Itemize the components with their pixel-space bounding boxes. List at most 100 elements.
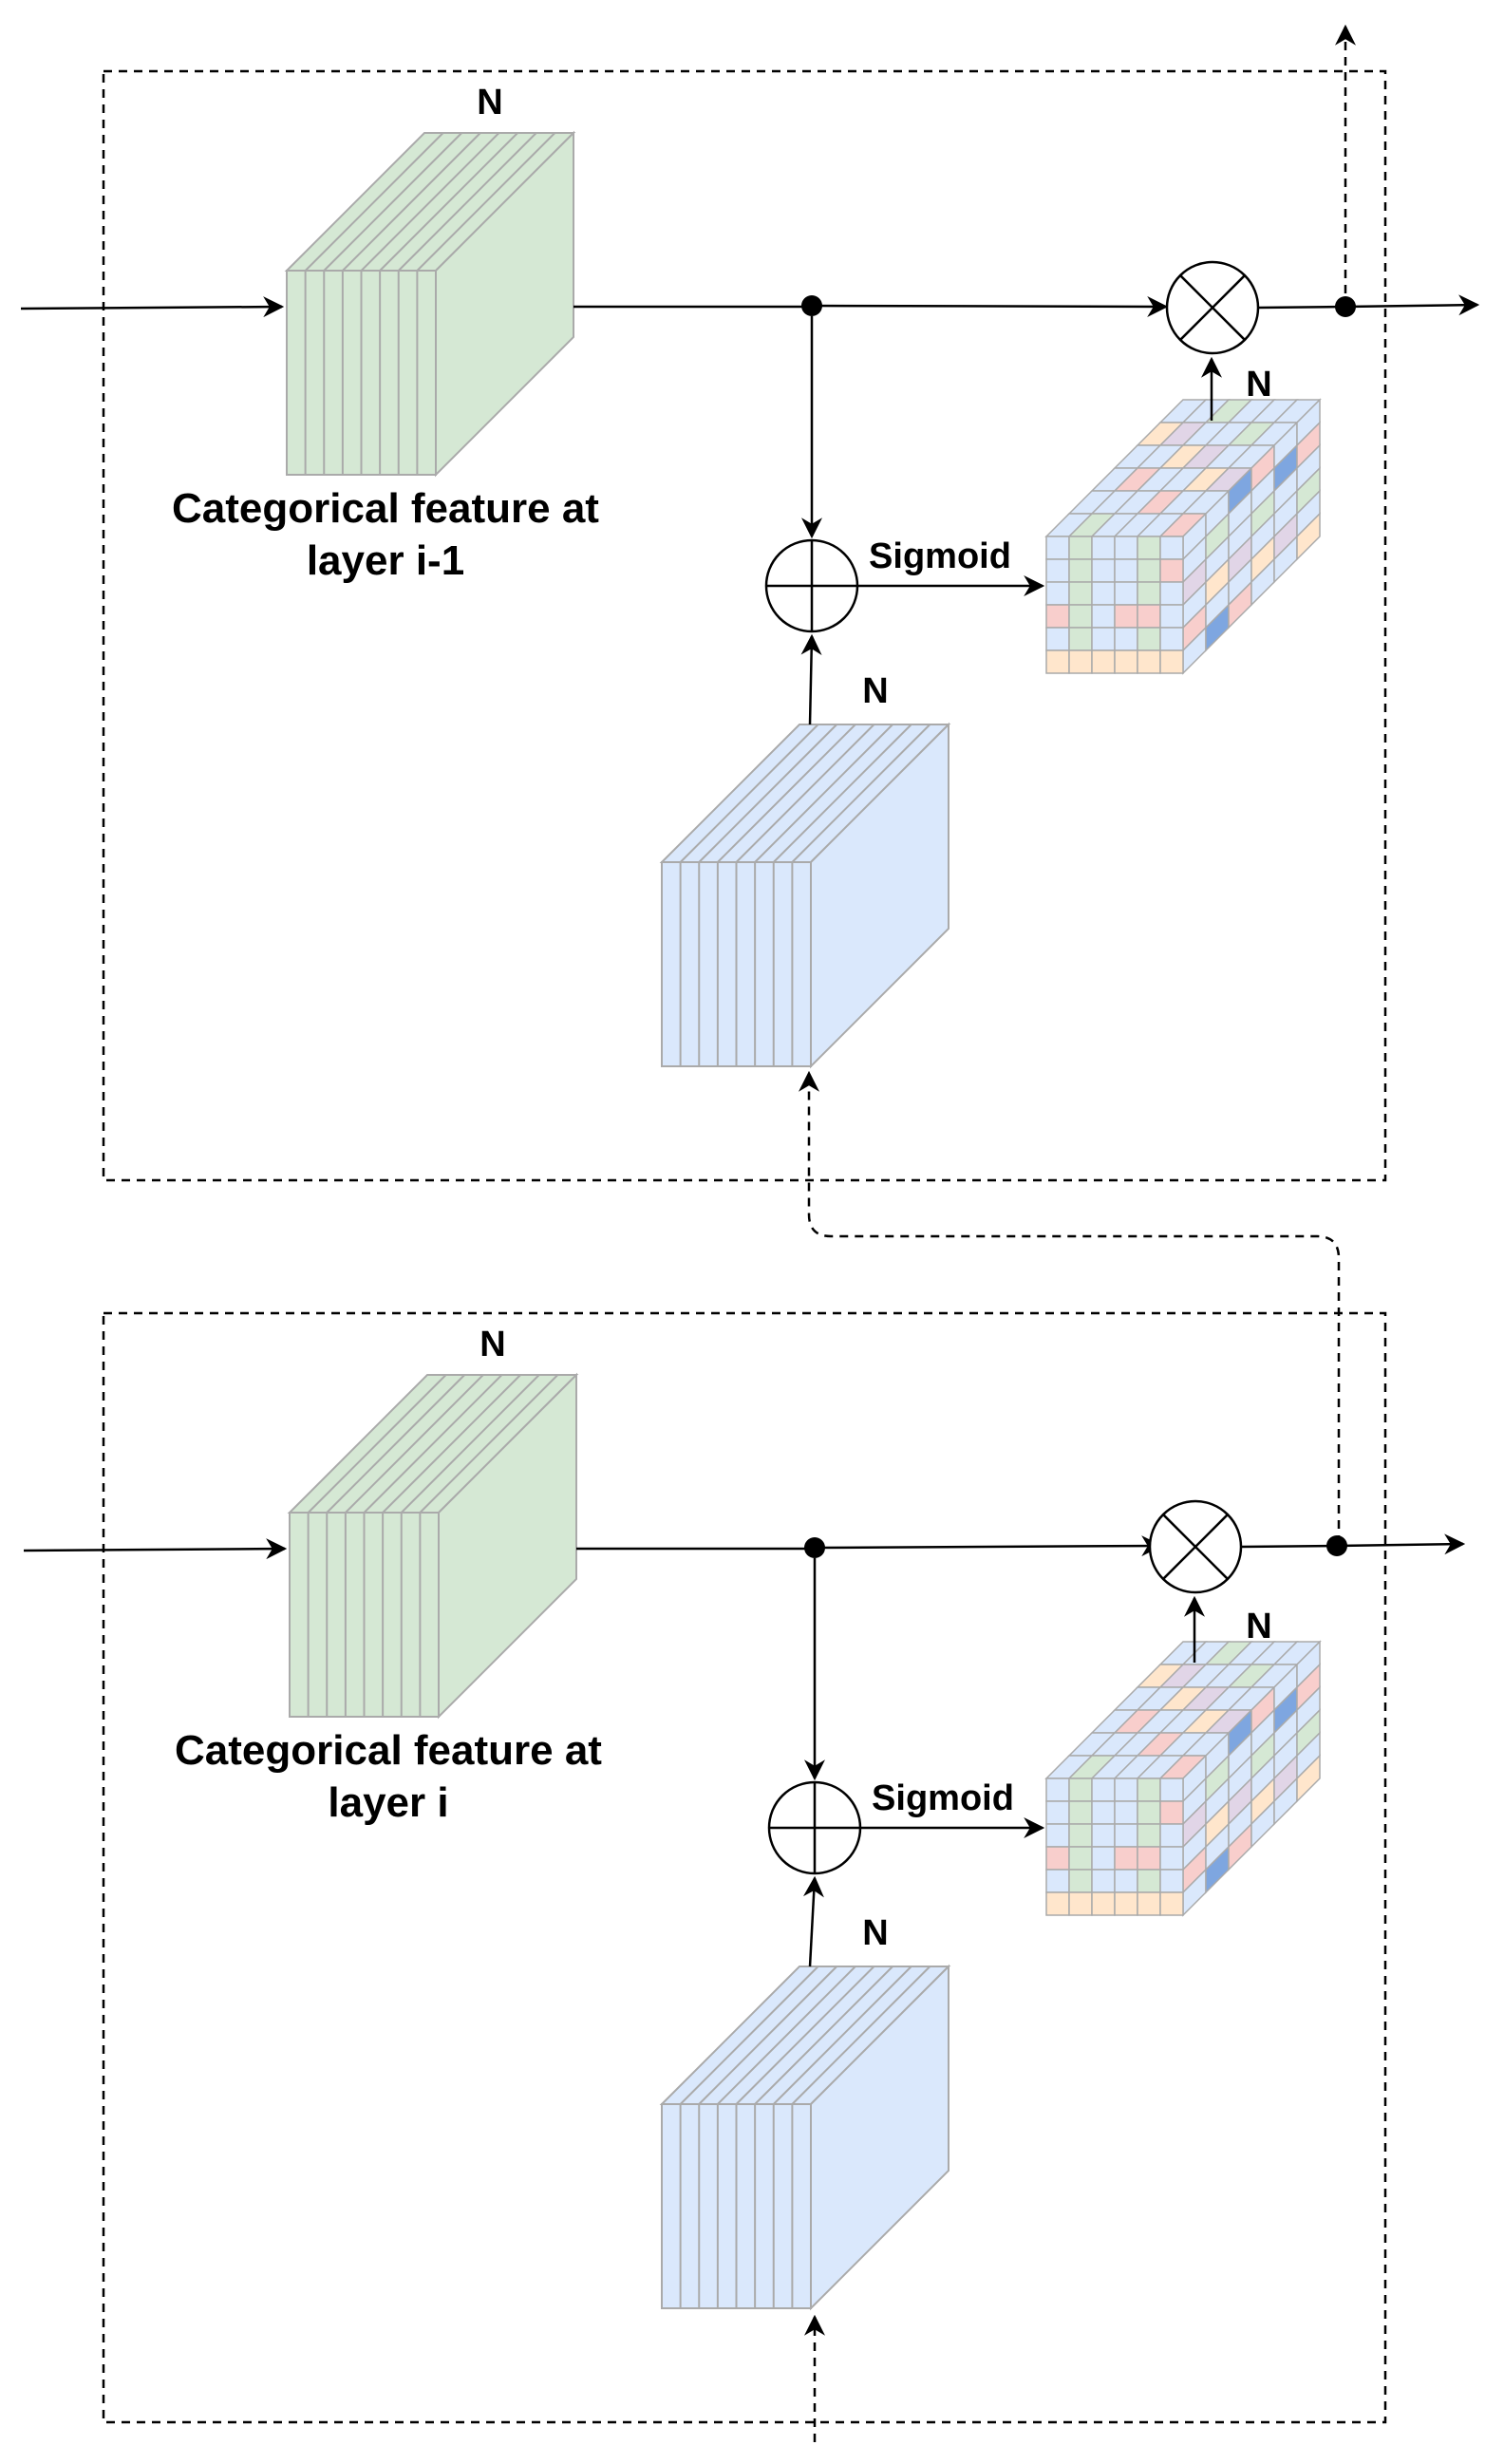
slice-top-edge [735, 724, 875, 863]
add-node [767, 1780, 862, 1875]
cube-front-cell [1159, 627, 1184, 651]
cube-front-cell [1114, 1846, 1138, 1871]
cube-front-cell [1159, 1846, 1184, 1871]
panel2-to-panel1-connector [799, 1070, 1341, 1544]
cube-front-cell [1159, 558, 1184, 583]
cube-front-cell [1159, 1891, 1184, 1916]
cube-front-cell [1159, 581, 1184, 606]
cube-front-cell [1137, 1777, 1161, 1802]
slice-top-edge [379, 132, 518, 272]
cube-front-cell [1159, 604, 1184, 629]
feature-stack-green [287, 1372, 579, 1720]
cube-front-cell [1045, 604, 1070, 629]
add-node [764, 538, 859, 633]
feature-label-line1: Categorical feature at [172, 485, 599, 532]
cube-front-cell [1068, 649, 1093, 674]
cube-front-cell [1091, 1800, 1116, 1825]
slice-top-edge [698, 1966, 837, 2105]
cube-front-cell [1068, 558, 1093, 583]
slice-top-edge [735, 1966, 875, 2105]
feature-label-line2: layer i [328, 1779, 448, 1826]
cube-front-cell [1068, 581, 1093, 606]
cube-front-cell [1091, 1823, 1116, 1848]
slice-top-edge [416, 132, 556, 272]
cube-front-cell [1114, 1869, 1138, 1893]
slice-top-edge [679, 1966, 819, 2105]
cube-front-cell [1091, 649, 1116, 674]
cube-front-cell [1159, 1800, 1184, 1825]
cube-front-cell [1137, 1891, 1161, 1916]
cube-front-cell [1068, 627, 1093, 651]
slice-top-edge [401, 1374, 540, 1514]
cube-front-cell [1068, 1823, 1093, 1848]
cube-front-cell [1091, 1891, 1116, 1916]
output-arrow [1336, 1533, 1466, 1555]
sigmoid-label: Sigmoid [869, 536, 1011, 576]
cube-front-cell [1045, 558, 1070, 583]
dashed-panel-frame [102, 69, 1387, 1182]
slice-top-edge [326, 1374, 465, 1514]
slice-top-edge [754, 1966, 893, 2105]
cube-front-cell [1137, 604, 1161, 629]
multiply-node [1148, 1499, 1243, 1594]
slice-top-edge [323, 132, 462, 272]
cube-front-cell [1091, 1777, 1116, 1802]
blue-to-add-arrow [802, 1875, 824, 1967]
cube-front-cell [1091, 536, 1116, 560]
input-arrow [20, 296, 285, 318]
cube-front-cell [1114, 627, 1138, 651]
cube-front-cell [1045, 1800, 1070, 1825]
slice-top-edge [363, 1374, 503, 1514]
cross-diagonal-b [1179, 274, 1246, 341]
cube-front-cell [1137, 649, 1161, 674]
cube-front-cell [1114, 604, 1138, 629]
side-stack-blue [659, 722, 951, 1069]
cube-front-cell [1114, 1823, 1138, 1848]
slice-top-edge [791, 724, 931, 863]
slice-top-edge [304, 132, 444, 272]
output-arrow [1344, 294, 1480, 316]
cube-front-cell [1045, 581, 1070, 606]
slice-top-edge [773, 1966, 912, 2105]
cube-front-cell [1068, 1869, 1093, 1893]
attention-n-label: N [1246, 1607, 1271, 1646]
cross-diagonal-b [1162, 1514, 1229, 1580]
multiply-out-line [1257, 305, 1346, 310]
cube-side-cell [1296, 512, 1321, 561]
cube-front-cell [1045, 1823, 1070, 1848]
cube-front-cell [1114, 1800, 1138, 1825]
multiply-out-line [1240, 1544, 1338, 1549]
main-line-to-multiply [814, 1535, 1163, 1557]
dashed-feedback-connectors [799, 24, 1356, 2442]
multiply-node [1165, 260, 1260, 355]
slice-top-edge [360, 132, 500, 272]
cube-front-cell [1114, 536, 1138, 560]
cube-front-cell [1091, 627, 1116, 651]
cube-front-cell [1068, 1800, 1093, 1825]
cube-front-cell [1114, 1891, 1138, 1916]
cube-side-cell [1296, 1754, 1321, 1803]
cube-front-cell [1068, 604, 1093, 629]
cube-front-cell [1091, 1846, 1116, 1871]
cube-front-cell [1137, 1823, 1161, 1848]
cube-front-cell [1159, 536, 1184, 560]
cube-front-cell [1159, 1777, 1184, 1802]
slice-top-edge [345, 1374, 484, 1514]
side-stack-blue [659, 1964, 951, 2311]
feature-stack-green [284, 130, 576, 478]
slice-top-edge [754, 724, 893, 863]
cube-front-cell [1045, 536, 1070, 560]
cube-front-cell [1137, 1846, 1161, 1871]
cube-front-cell [1114, 649, 1138, 674]
blue-to-add-arrow [800, 633, 822, 725]
slice-top-edge [791, 1966, 931, 2105]
main-line-to-multiply [811, 295, 1169, 317]
feature-label-line1: Categorical feature at [175, 1727, 602, 1774]
slice-top-edge [382, 1374, 521, 1514]
cube-front-cell [1159, 1869, 1184, 1893]
cube-front-cell [1068, 1777, 1093, 1802]
cube-front-cell [1091, 1869, 1116, 1893]
